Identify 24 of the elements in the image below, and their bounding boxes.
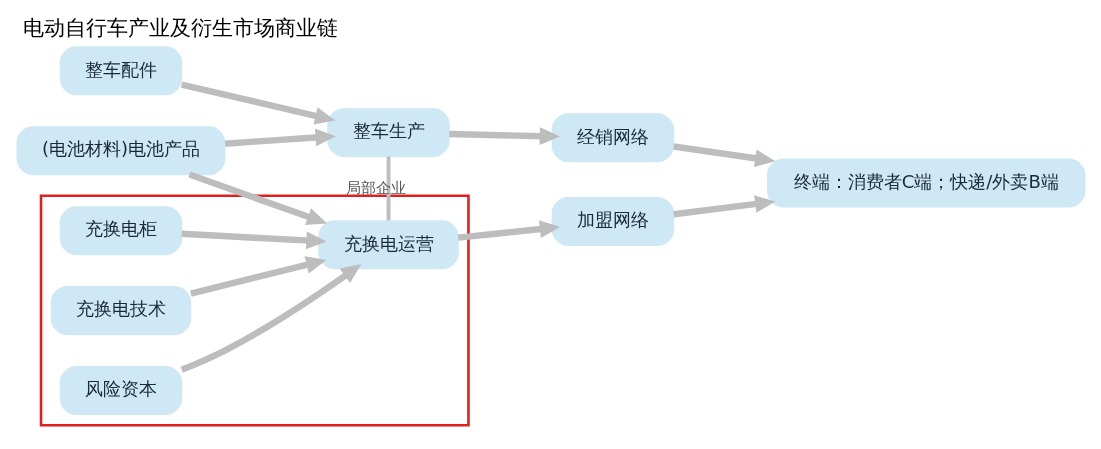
arrow — [180, 264, 361, 373]
arrow — [189, 256, 326, 297]
node-box: 整车生产 — [326, 108, 450, 158]
cluster — [39, 194, 470, 427]
edge-label: 局部企业 — [345, 178, 406, 197]
arrow — [180, 81, 335, 125]
node-box: 整车配件 — [59, 46, 182, 96]
node-box: (电池材料)电池产品 — [16, 126, 225, 176]
node-box: 加盟网络 — [551, 197, 674, 247]
arrow — [457, 220, 560, 241]
node-box: 终端：消费者C端；快递/外卖B端 — [766, 158, 1085, 208]
node-box: 充换电运营 — [317, 220, 459, 270]
node-box: 风险资本 — [59, 366, 182, 416]
diagram-title: 电动自行车产业及衍生市场商业链 — [22, 16, 338, 41]
arrow — [181, 230, 327, 250]
arrow — [448, 127, 560, 145]
node-box: 经销网络 — [551, 113, 674, 163]
arrow — [187, 171, 327, 226]
node-box: 充换电柜 — [59, 206, 182, 256]
arrow — [672, 143, 775, 168]
node-box: 充换电技术 — [50, 286, 191, 336]
arrow — [224, 128, 336, 147]
arrow — [672, 195, 775, 218]
connector — [386, 156, 390, 221]
